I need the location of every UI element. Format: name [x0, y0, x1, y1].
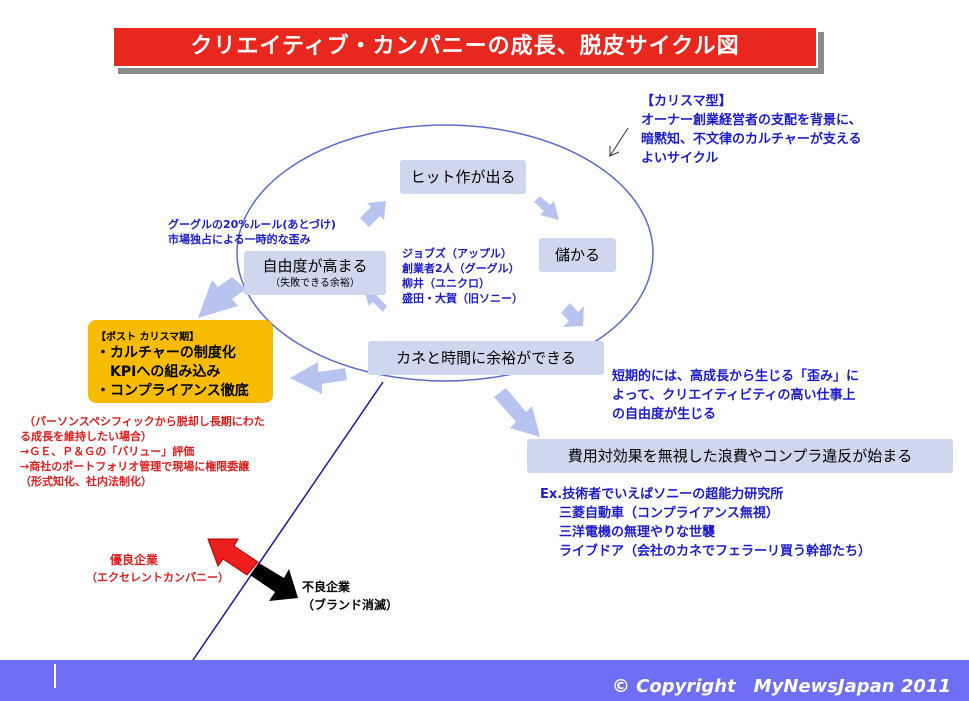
- google-note-line: グーグルの20%ルール(あとづけ): [168, 218, 336, 231]
- bad-line: （ブランド消滅）: [302, 598, 399, 612]
- diagram-title: クリエイティブ・カンパニーの成長、脱皮サイクル図: [112, 26, 818, 68]
- charisma-line: オーナー創業経営者の支配を背景に、: [641, 113, 862, 128]
- arrow-from-post-charisma: [290, 362, 347, 394]
- red-note-line: （パーソンスペシフィックから脱却し長期にわた: [24, 415, 265, 428]
- charisma-pointer-arrow: [609, 127, 629, 157]
- trajectory-line: [164, 381, 384, 701]
- waste-box: 費用対効果を無視した浪費やコンプラ違反が始まる: [527, 439, 953, 473]
- step-hit: ヒット作が出る: [400, 160, 526, 194]
- excellent-company-label: 優良企業 （エクセレントカンパニー）: [86, 551, 256, 587]
- charisma-line: 暗黙知、不文律のカルチャーが支える: [641, 132, 862, 147]
- cycle-arrow-to-hit: [360, 201, 386, 227]
- bad-line: 不良企業: [302, 580, 351, 594]
- charisma-line: よいサイクル: [641, 151, 719, 166]
- excellent-line: （エクセレントカンパニー）: [86, 571, 229, 584]
- post-charisma-note: （パーソンスペシフィックから脱却し長期にわた る成長を維持したい場合） →ＧＥ、…: [20, 414, 340, 489]
- excellent-line: 優良企業: [110, 553, 159, 567]
- cycle-arrow-to-profit: [534, 196, 559, 220]
- google-note-line: 市場独占による一時的な歪み: [168, 233, 311, 246]
- waste-example-line: 三菱自動車（コンプライアンス無視）: [559, 506, 779, 521]
- post-charisma-item: KPIへの組み込み: [110, 364, 221, 380]
- red-note-line: る成長を維持したい場合）: [20, 430, 152, 443]
- red-note-line: （形式知化、社内法制化）: [20, 475, 152, 488]
- example-item: ジョブズ（アップル）: [402, 247, 512, 260]
- waste-example-line: 三洋電機の無理やりな世襲: [559, 525, 716, 540]
- example-item: 盛田・大賀（旧ソニー）: [402, 292, 523, 305]
- charisma-examples: ジョブズ（アップル） 創業者2人（グーグル） 柳井（ユニクロ） 盛田・大賀（旧ソ…: [402, 246, 523, 306]
- waste-example-line: Ex.技術者でいえばソニーの超能力研究所: [540, 487, 784, 502]
- step-slack: カネと時間に余裕ができる: [368, 341, 604, 375]
- post-charisma-item: ・カルチャーの制度化: [96, 345, 236, 361]
- cycle-arrow-to-freedom: [364, 290, 387, 312]
- footer-divider: [54, 664, 56, 688]
- post-charisma-box: 【ポスト カリスマ期】 ・カルチャーの制度化 KPIへの組み込み ・コンプライア…: [88, 320, 273, 403]
- short-term-note: 短期的には、高成長から生じる「歪み」に よって、クリエイティビティの高い仕事上 …: [612, 367, 952, 424]
- example-item: 柳井（ユニクロ）: [402, 277, 490, 290]
- post-charisma-item: ・コンプライアンス徹底: [96, 383, 249, 399]
- excellent-company-arrow: [207, 538, 259, 576]
- step-profit: 儲かる: [539, 238, 616, 272]
- copyright-text: © Copyright MyNewsJapan 2011: [611, 676, 951, 697]
- post-charisma-heading: 【ポスト カリスマ期】: [96, 332, 200, 343]
- red-note-line: →商社のポートフォリオ管理で現場に権限委譲: [20, 460, 250, 473]
- cycle-ellipse: [236, 124, 654, 382]
- google-note: グーグルの20%ルール(あとづけ) 市場独占による一時的な歪み: [168, 217, 368, 247]
- waste-example-line: ライブドア（会社のカネでフェラーリ買う幹部たち）: [559, 544, 872, 559]
- post-charisma-items: ・カルチャーの制度化 KPIへの組み込み ・コンプライアンス徹底: [96, 344, 249, 401]
- charisma-note: 【カリスマ型】 オーナー創業経営者の支配を背景に、 暗黙知、不文律のカルチャーが…: [641, 92, 961, 168]
- arrow-to-waste: [494, 388, 540, 437]
- waste-examples: Ex.技術者でいえばソニーの超能力研究所 三菱自動車（コンプライアンス無視） 三…: [540, 485, 960, 561]
- freedom-label: 自由度が高まる: [262, 257, 368, 275]
- example-item: 創業者2人（グーグル）: [402, 262, 520, 275]
- short-term-line: よって、クリエイティビティの高い仕事上: [612, 388, 856, 403]
- charisma-heading: 【カリスマ型】: [641, 94, 732, 109]
- short-term-line: 短期的には、高成長から生じる「歪み」に: [612, 369, 860, 384]
- red-note-line: →ＧＥ、Ｐ＆Ｇの「バリュー」評価: [20, 445, 195, 458]
- freedom-sublabel: （失敗できる余裕）: [270, 278, 360, 289]
- step-freedom: 自由度が高まる （失敗できる余裕）: [244, 251, 386, 295]
- cycle-arrow-to-slack: [561, 303, 584, 327]
- arrow-to-post-charisma: [198, 277, 246, 318]
- short-term-line: の自由度が生じる: [612, 407, 717, 422]
- bad-company-arrow: [250, 563, 298, 601]
- footer-bar: [0, 660, 969, 701]
- bad-company-label: 不良企業 （ブランド消滅）: [302, 578, 452, 614]
